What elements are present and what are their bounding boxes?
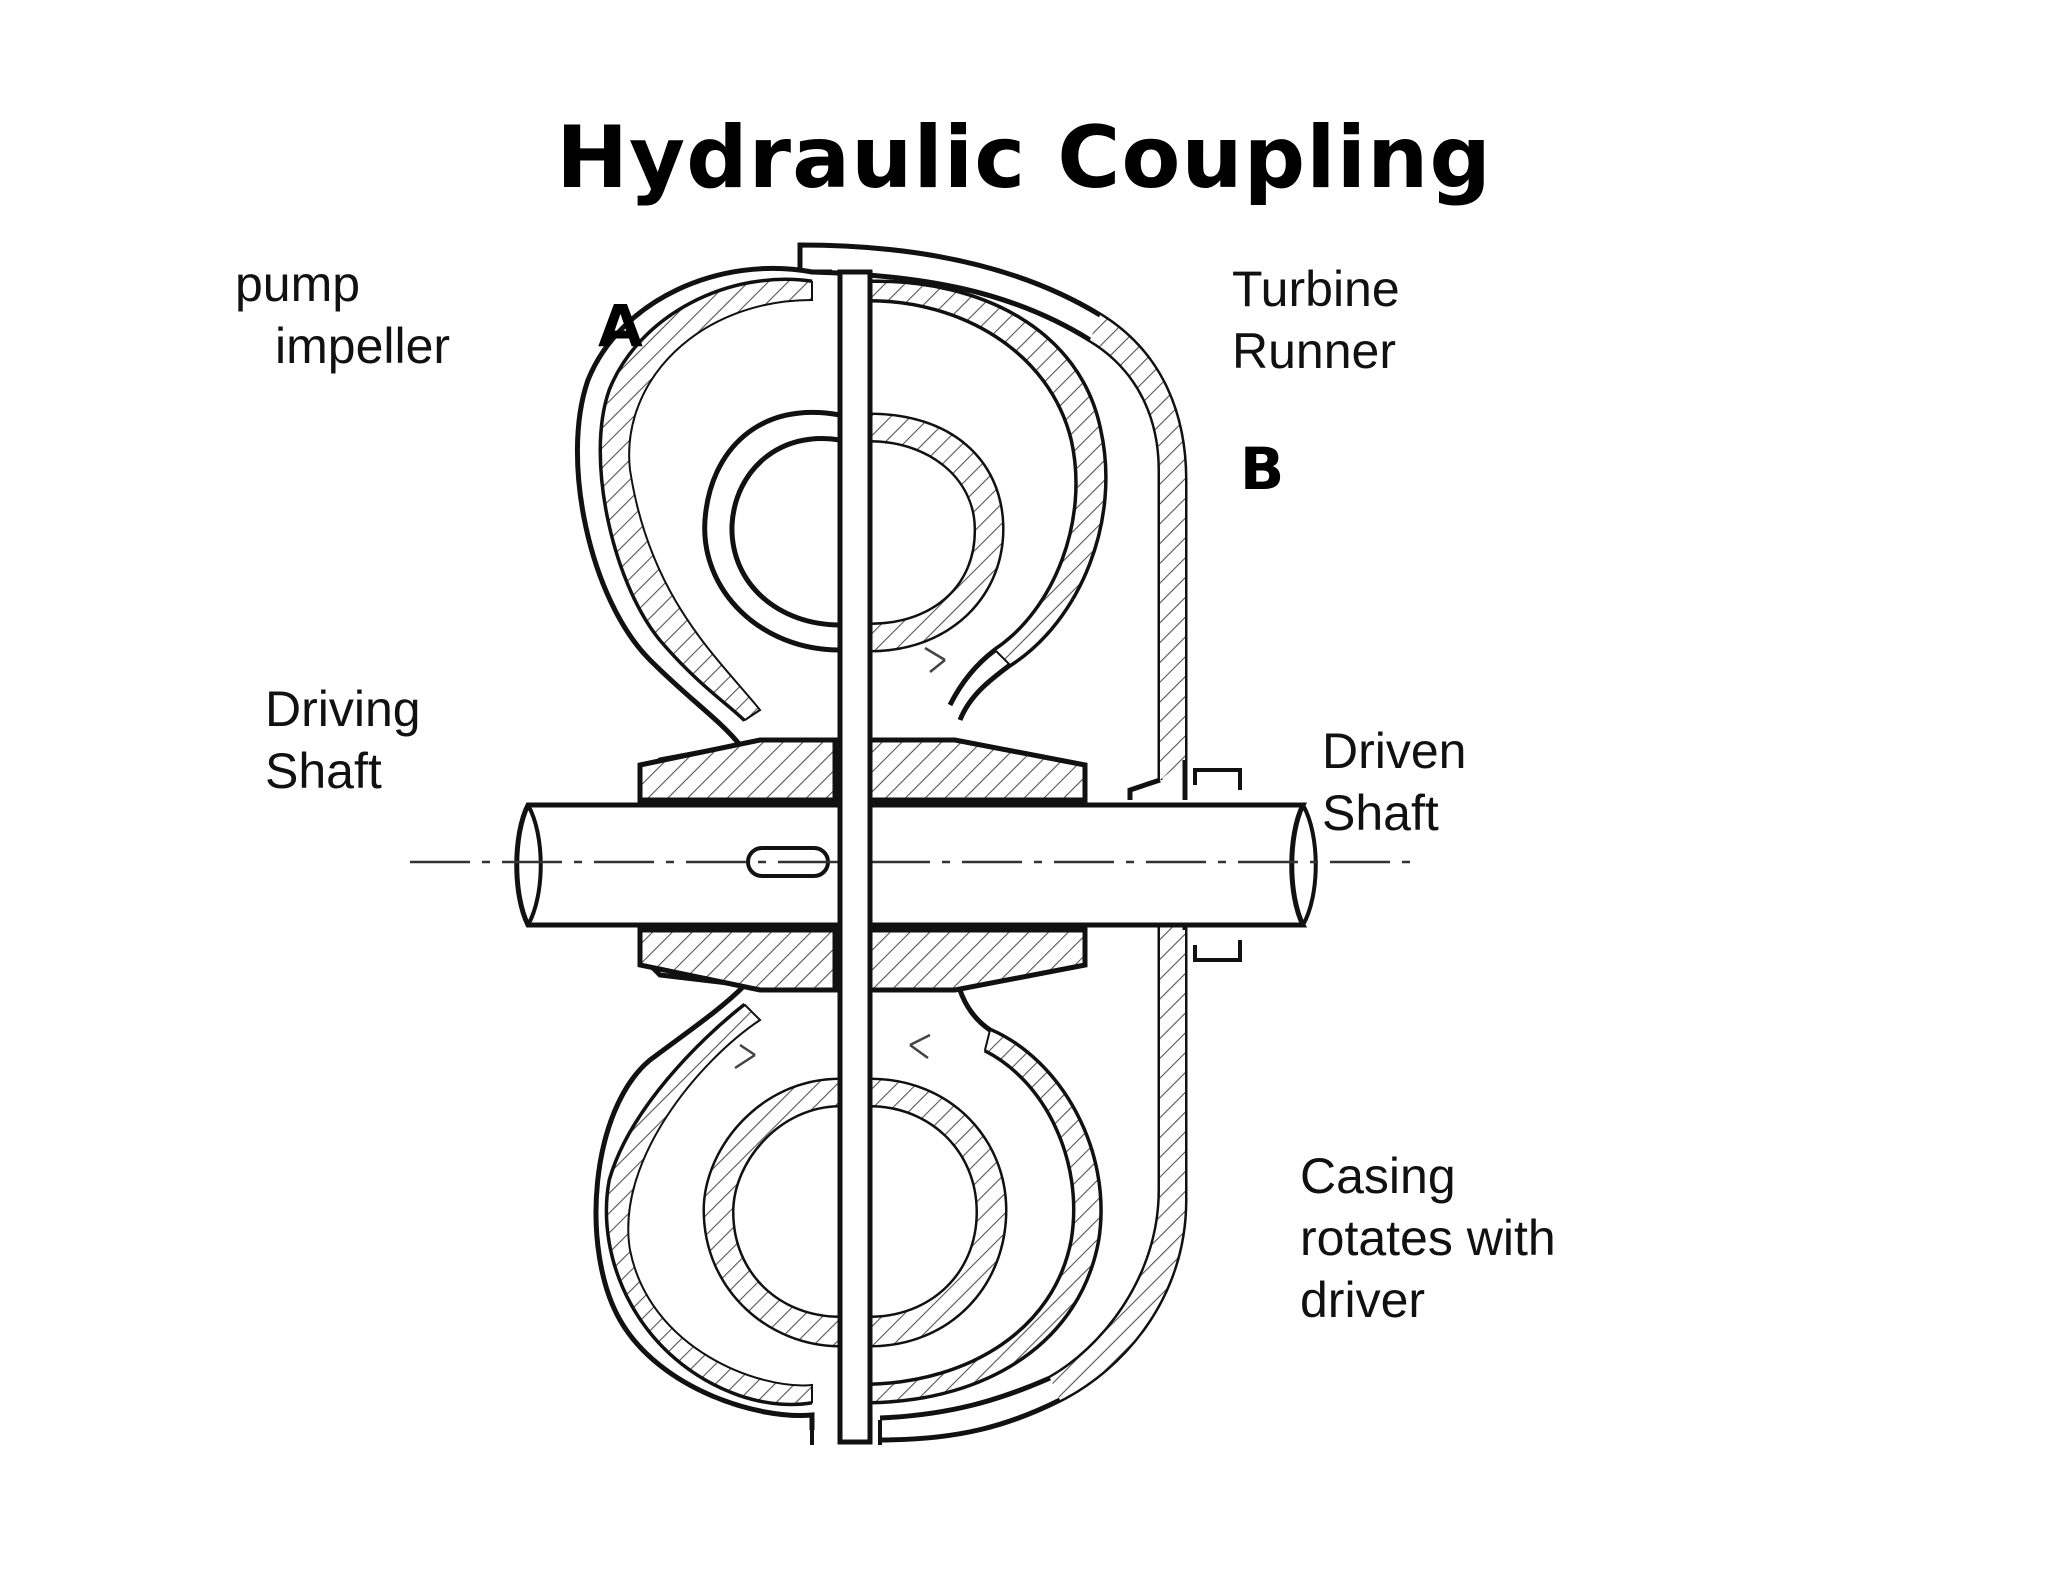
shaft-break-left xyxy=(526,804,543,926)
turbine-hub-lower xyxy=(867,927,1088,993)
turbine-upper-hatch xyxy=(869,280,1107,667)
impeller-lower-hatch xyxy=(606,1003,813,1405)
impeller-upper-hatch xyxy=(600,279,813,722)
label-line: impeller xyxy=(275,318,451,374)
shaft-break-right xyxy=(1301,804,1318,926)
impeller-hub-upper xyxy=(637,737,838,803)
bottom-stub xyxy=(810,1420,882,1445)
casing-lower-hatch xyxy=(1050,920,1185,1400)
flow-arrows xyxy=(734,646,946,1070)
label-line: Shaft xyxy=(1322,785,1439,841)
label-line: Turbine xyxy=(1232,261,1400,317)
turbine-lower-hatch xyxy=(869,1028,1102,1404)
label-line: Driven xyxy=(1322,723,1467,779)
label-line: pump xyxy=(235,256,361,312)
seal-glands xyxy=(1193,768,1242,962)
label-line: Shaft xyxy=(265,743,382,799)
label-pump-impeller: pump impeller xyxy=(235,253,450,377)
label-line: rotates with xyxy=(1300,1210,1556,1266)
casing-upper-hatch xyxy=(1090,315,1185,780)
impeller-hub-lower xyxy=(637,927,838,993)
shaft xyxy=(514,802,1308,928)
label-casing: Casing rotates with driver xyxy=(1300,1145,1556,1331)
label-line: Casing xyxy=(1300,1148,1456,1204)
marker-b: B xyxy=(1240,435,1285,503)
label-driving-shaft: Driving Shaft xyxy=(265,678,421,802)
label-line: driver xyxy=(1300,1272,1426,1328)
divider-plate xyxy=(837,269,873,1445)
label-line: Driving xyxy=(265,681,421,737)
turbine-ring-hatch-upper xyxy=(870,415,1003,650)
label-line: Runner xyxy=(1232,323,1396,379)
label-turbine-runner: Turbine Runner xyxy=(1232,258,1400,382)
turbine-hub-upper xyxy=(867,737,1088,803)
marker-a: A xyxy=(598,292,643,360)
turbine-ring-hatch-lower xyxy=(870,1080,1005,1345)
impeller-ring-hatch-lower xyxy=(705,1080,840,1345)
label-driven-shaft: Driven Shaft xyxy=(1322,720,1466,844)
diagram-title: Hydraulic Coupling xyxy=(556,108,1492,208)
